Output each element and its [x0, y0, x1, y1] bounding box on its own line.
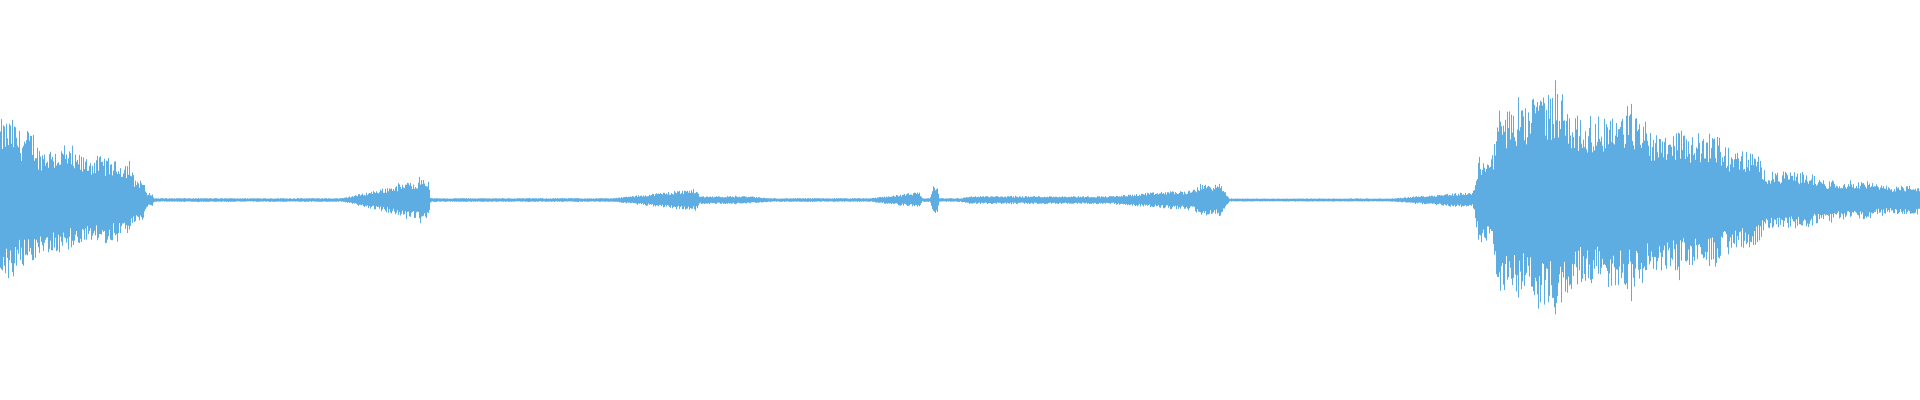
waveform-path	[0, 80, 1920, 315]
waveform-samples	[0, 80, 1920, 315]
